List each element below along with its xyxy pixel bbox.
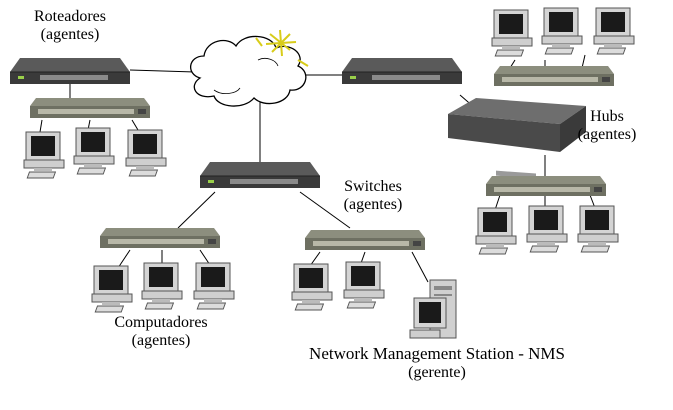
network-cloud-icon xyxy=(190,35,307,107)
hubs-title: Hubs xyxy=(590,108,624,125)
switch-icon xyxy=(199,161,321,189)
hub-icon xyxy=(100,228,220,248)
computer-icon xyxy=(541,7,583,55)
nms-title: Network Management Station - NMS xyxy=(309,344,565,363)
computers-role: (agentes) xyxy=(131,332,191,350)
switch-icon xyxy=(448,98,586,179)
hubs-role: (agentes) xyxy=(577,126,637,144)
computer-icon xyxy=(291,263,333,311)
nms-server-icon xyxy=(409,279,457,339)
computer-icon xyxy=(475,207,517,255)
nms-role: (gerente) xyxy=(408,363,466,381)
computer-icon xyxy=(125,129,167,177)
hub-icon xyxy=(494,66,614,86)
switches-title: Switches xyxy=(344,178,402,195)
computer-icon xyxy=(73,127,115,175)
computer-icon xyxy=(193,262,235,310)
computers-title: Computadores xyxy=(114,314,208,331)
hub-icon xyxy=(486,176,606,196)
lightning-icon xyxy=(255,29,309,67)
router-icon xyxy=(9,57,131,85)
router-icon xyxy=(341,57,463,85)
hubs-label: Hubs (agentes) xyxy=(562,108,652,145)
computer-icon xyxy=(526,205,568,253)
computer-icon xyxy=(593,7,635,55)
computer-icon xyxy=(23,131,65,179)
nms-label: Network Management Station - NMS (gerent… xyxy=(262,344,612,382)
computer-icon xyxy=(91,265,133,313)
switches-label: Switches (agentes) xyxy=(326,178,420,215)
routers-title: Roteadores xyxy=(34,8,106,25)
hub-icon xyxy=(30,98,150,118)
computer-icon xyxy=(577,205,619,253)
computers-label: Computadores (agentes) xyxy=(96,314,226,351)
computer-icon xyxy=(491,9,533,57)
switches-role: (agentes) xyxy=(343,196,403,214)
hub-icon xyxy=(305,230,425,250)
routers-label: Roteadores (agentes) xyxy=(20,8,120,45)
routers-role: (agentes) xyxy=(40,26,100,44)
computer-icon xyxy=(343,261,385,309)
computer-icon xyxy=(141,262,183,310)
